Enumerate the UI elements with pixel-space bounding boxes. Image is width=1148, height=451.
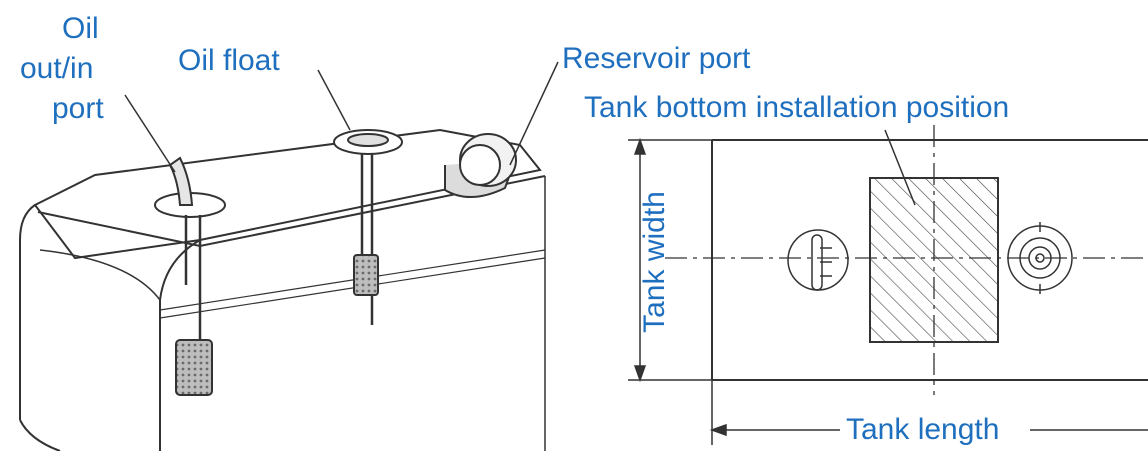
reservoir-port-label: Reservoir port [562, 42, 751, 75]
leader-lines-left [124, 61, 559, 173]
tank-bottom-label: Tank bottom installation position [584, 91, 1010, 124]
tank-length-label: Tank length [846, 413, 1000, 446]
tank-top-view [665, 125, 1148, 395]
leader-line-installation [884, 129, 916, 206]
oil-port-label-line2: out/in [20, 52, 94, 85]
oil-float-assembly [333, 129, 403, 325]
tank-width-label: Tank width [638, 191, 671, 333]
oil-float-label: Oil float [178, 44, 280, 77]
tank-length-dimension [709, 380, 1148, 445]
oil-port-label-line3: port [52, 92, 104, 125]
oil-port-assembly [154, 156, 226, 396]
tank-width-dimension [628, 137, 712, 383]
oil-port-label-line1: Oil [62, 12, 99, 45]
reservoir-port-cap [444, 133, 517, 199]
